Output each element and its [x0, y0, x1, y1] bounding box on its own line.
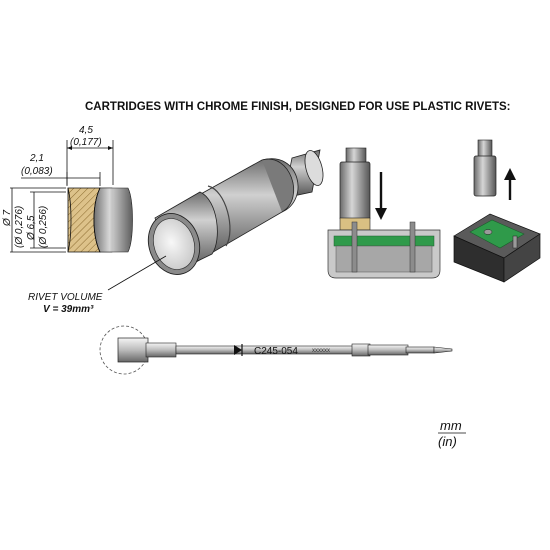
dim-width-in: (0,177) — [70, 137, 102, 148]
part-number: C245-054 — [254, 346, 298, 357]
serial-number: xxxxxx — [312, 348, 330, 354]
tip-3d-view — [147, 149, 324, 275]
rivet-leader-line — [107, 255, 167, 291]
cartridge-side-view — [99, 325, 453, 375]
dim-depth-mm: 2,1 — [29, 153, 44, 164]
diagram-title: CARTRIDGES WITH CHROME FINISH, DESIGNED … — [85, 101, 511, 113]
dim-dia-outer-mm: Ø 7 — [2, 209, 13, 227]
dim-width-mm: 4,5 — [79, 125, 93, 136]
dim-dia-outer-in: (Ø 0,276) — [14, 206, 25, 248]
dim-depth-in: (0,083) — [21, 166, 53, 177]
rivet-volume-label: RIVET VOLUME — [28, 292, 103, 303]
dim-dia-inner-in: (Ø 0,256) — [38, 206, 49, 248]
dim-dia-inner-mm: Ø 6,5 — [26, 215, 37, 241]
unit-secondary: (in) — [438, 434, 457, 449]
application-view-result — [453, 139, 541, 283]
application-view-press — [327, 147, 441, 279]
unit-primary: mm — [440, 418, 462, 433]
tip-cross-section — [67, 187, 133, 253]
dimension-lines — [10, 140, 114, 253]
rivet-volume-value: V = 39mm³ — [43, 304, 94, 315]
